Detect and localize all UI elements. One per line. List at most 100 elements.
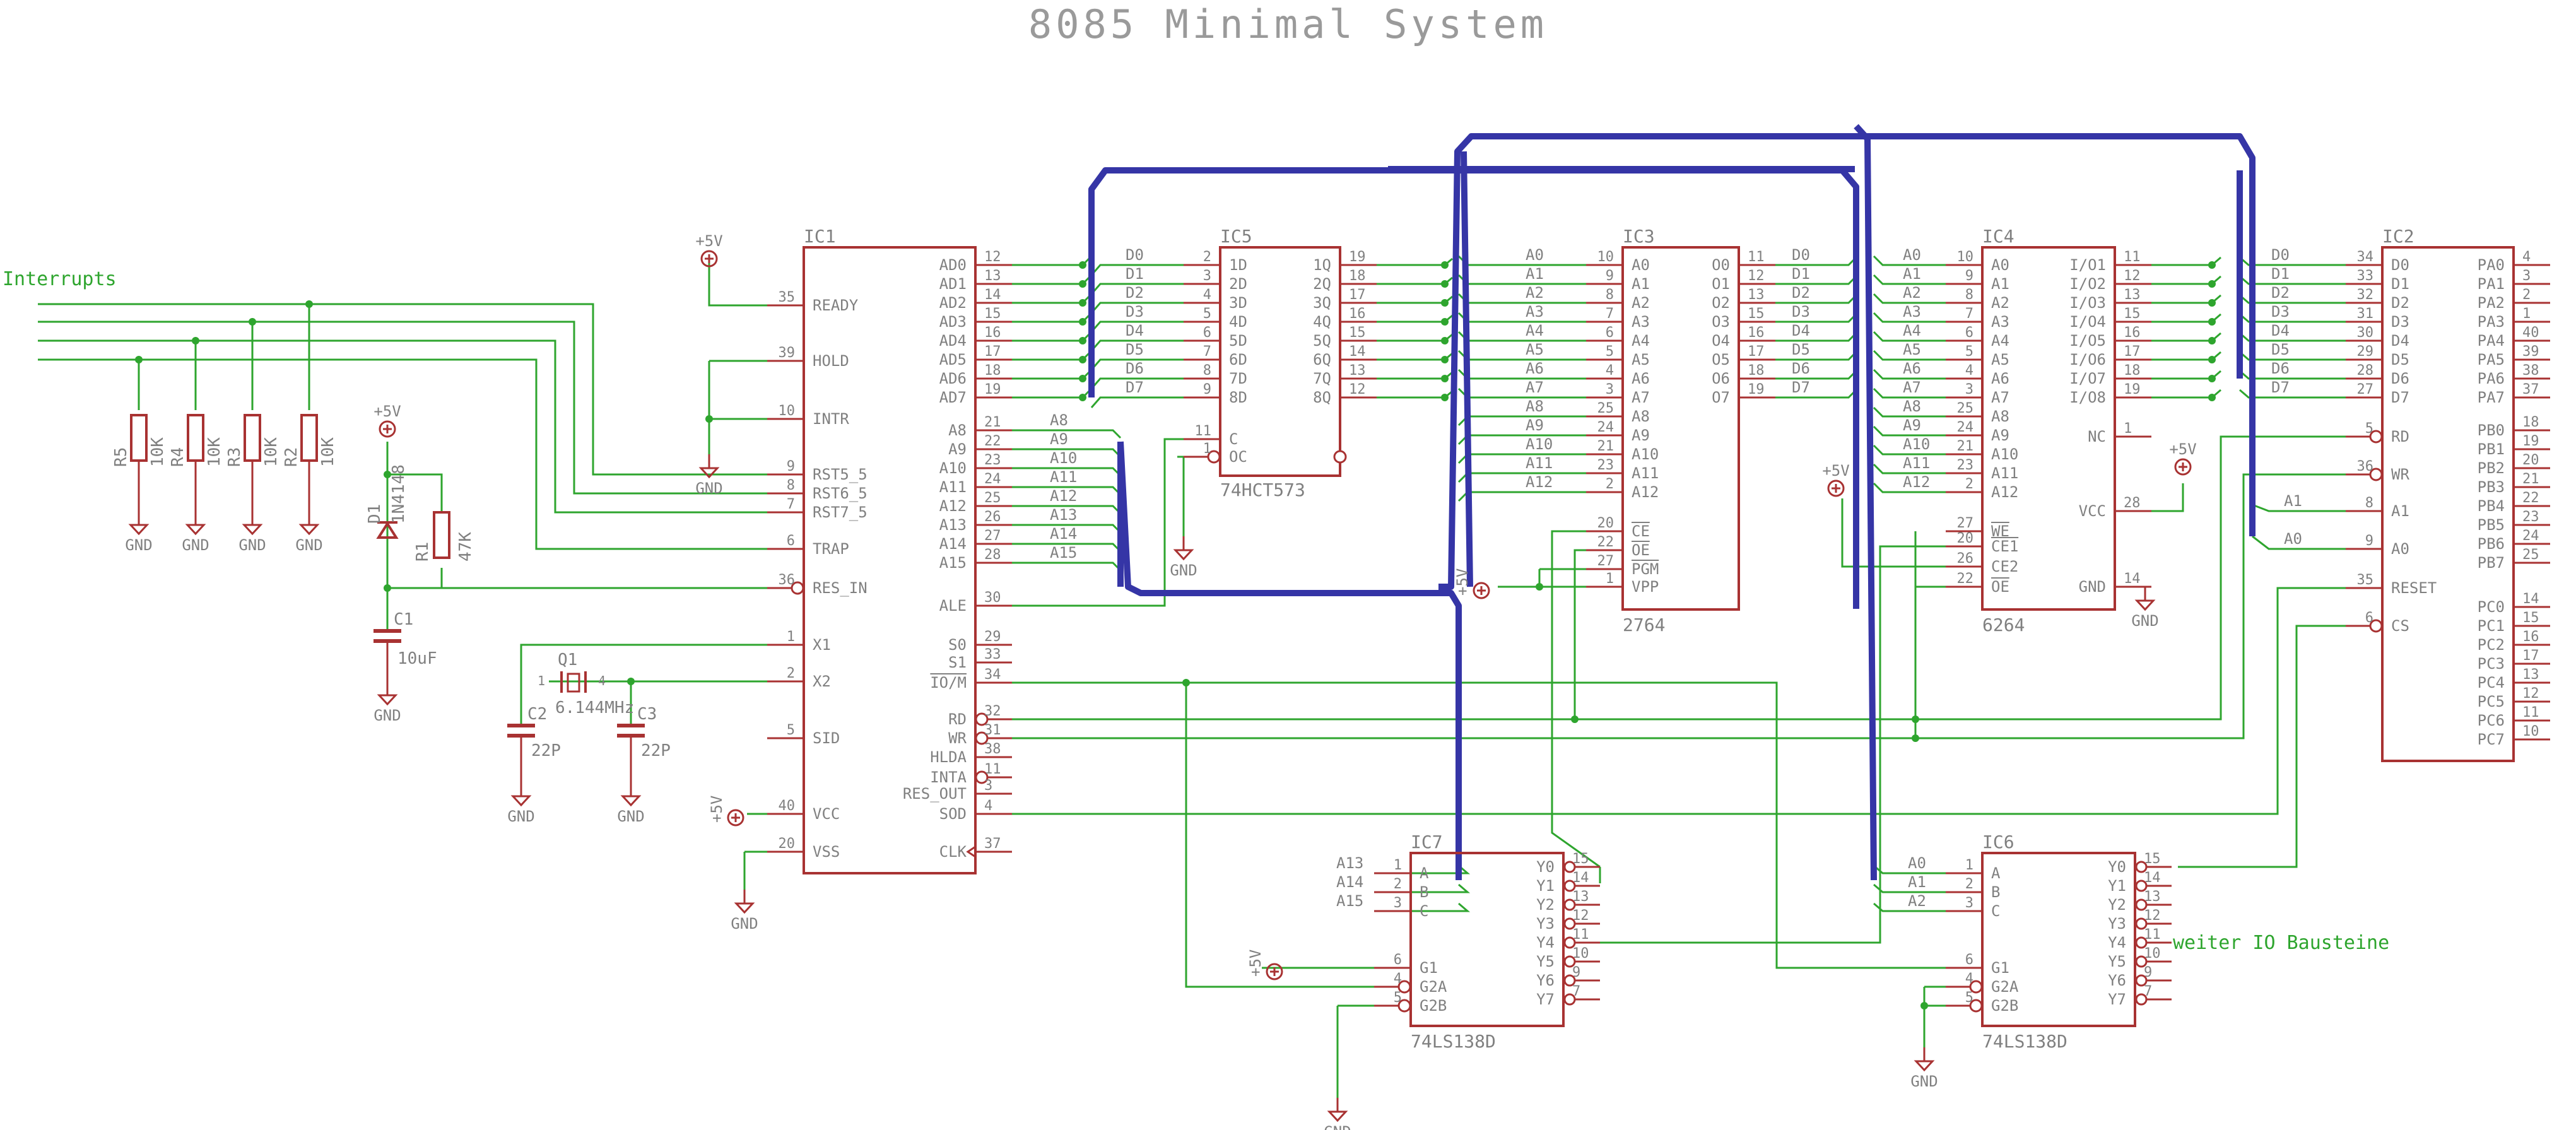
ic5-pin-number: 19	[1349, 249, 1366, 265]
junction-dot	[2208, 280, 2216, 288]
ic4-pin-number: 18	[2124, 363, 2141, 379]
ic2-pin-number: 32	[2357, 287, 2374, 303]
ic4-pin-number: 9	[1965, 268, 1973, 284]
ic3-d-wire	[1775, 294, 1857, 304]
ic3-pin-name: O1	[1712, 275, 1730, 293]
ic3-pin-number: 21	[1597, 438, 1614, 454]
ic3-ha-wire	[1457, 453, 1586, 464]
ic1-pin-name: A14	[939, 535, 967, 553]
inversion-bubble	[791, 581, 804, 595]
ic4-pin-number: 11	[2124, 249, 2141, 265]
ic2-cs	[2178, 625, 2346, 868]
ic4-pin-number: 4	[1965, 363, 1973, 379]
ic2-pin-number: 20	[2522, 452, 2539, 468]
ground-symbol	[1914, 1060, 1935, 1072]
ic6-body	[1981, 852, 2136, 1027]
rom-ce	[1551, 530, 1601, 868]
ic4-pin-number: 10	[1957, 249, 1974, 265]
ic4-pin-name: A4	[1991, 332, 2009, 350]
ic2-pin-name: PB2	[2478, 459, 2505, 477]
ic3-pin-name: O0	[1712, 256, 1730, 274]
ic6-pin-name: Y3	[2108, 915, 2126, 933]
ic5-pin-name: 5D	[1229, 332, 1247, 350]
schematic-title: 8085 Minimal System	[1028, 1, 1548, 47]
cap-value: 22P	[641, 741, 671, 760]
inversion-bubble	[2135, 861, 2148, 873]
ic4-pin-name: NC	[2088, 428, 2106, 445]
ic4-a-wire	[1873, 255, 1946, 266]
gnd-label: GND	[695, 480, 722, 497]
ic3-pin-name: O3	[1712, 313, 1730, 331]
ic7-pin-number: 4	[1394, 971, 1402, 987]
net-label: A0	[1908, 854, 1926, 872]
ic1-pin-number: 16	[984, 325, 1001, 341]
ic2-pin-name: CS	[2391, 617, 2409, 635]
ic2-pin-number: 33	[2357, 268, 2374, 284]
ic3-pin-number: 3	[1606, 382, 1614, 397]
ic4-pin-number: 23	[1957, 457, 1974, 473]
ic1-pin-name: INTR	[813, 410, 849, 428]
ic1-pin-name: VCC	[813, 805, 840, 823]
ic4-body	[1981, 246, 2116, 611]
junction-dot	[1079, 318, 1086, 326]
ic1-pin-name: ALE	[939, 597, 967, 615]
net-label: A3	[1903, 303, 1921, 321]
parts-layer	[128, 246, 2550, 1122]
supply-label: +5V	[2169, 440, 2196, 458]
rd-wire	[1012, 435, 2346, 721]
ic3-pin-number: 9	[1606, 268, 1614, 284]
ic7-pin-number: 12	[1572, 908, 1589, 924]
ic2-pin-name: PA5	[2478, 351, 2505, 368]
junction-dot	[1441, 299, 1449, 307]
ic7-body	[1409, 852, 1565, 1027]
ic7-pin-number: 13	[1572, 889, 1589, 905]
supply-symbol	[1473, 582, 1490, 599]
ic1-pin-number: 38	[984, 741, 1001, 757]
net-label: D7	[2271, 379, 2290, 396]
ic5-pin-name: 1Q	[1313, 256, 1331, 274]
ic2-pin-name: RD	[2391, 428, 2409, 445]
net-label: A10	[1903, 435, 1930, 453]
ic2-pin-name: PB3	[2478, 478, 2505, 496]
ic1-pin-number: 7	[787, 497, 795, 512]
ic3-pin-number: 6	[1606, 325, 1614, 341]
junction-dot	[1079, 280, 1086, 288]
ce2-wire	[1841, 498, 1946, 568]
net-label: A14	[1336, 873, 1363, 891]
ic6-pin-number: 6	[1965, 952, 1973, 968]
ic4-pin-number: 1	[2124, 421, 2132, 437]
inversion-bubble	[1563, 898, 1576, 911]
bus-layer	[1088, 124, 2255, 881]
ic4-pin-number: 3	[1965, 382, 1973, 397]
ic4-pin-name: VCC	[2079, 502, 2106, 520]
ic4-a-wire	[1873, 425, 1946, 437]
ic6-pin-name: Y4	[2108, 934, 2126, 951]
ic6-in	[1873, 902, 1946, 912]
inversion-bubble	[2369, 619, 2383, 633]
ic5-pin-number: 18	[1349, 268, 1366, 284]
ic4-a-wire	[1873, 312, 1946, 323]
res-out-wire	[1012, 587, 2346, 815]
ic3-pin-number: 12	[1748, 268, 1765, 284]
ic3-pin-number: 22	[1597, 534, 1614, 550]
ic2-pin-name: PC5	[2478, 693, 2505, 710]
ic5-pin-name: OC	[1229, 448, 1247, 466]
resistor-value: 10K	[319, 437, 338, 467]
ic3-d-wire	[1775, 256, 1857, 266]
ic3-d-wire	[1775, 313, 1857, 323]
ic2-pin-number: 19	[2522, 433, 2539, 449]
ic2-pin-name: D3	[2391, 313, 2409, 331]
inversion-bubble	[975, 770, 989, 784]
ic6-ref: IC6	[1982, 832, 2014, 852]
crystal-pin: 4	[598, 673, 606, 688]
ic1-pin-number: 25	[984, 490, 1001, 506]
ic6-pin-number: 10	[2144, 946, 2161, 962]
ic3-pin-name: A8	[1632, 408, 1650, 425]
ic5-out-wire	[1377, 352, 1453, 361]
ic3-a-wire	[1457, 274, 1586, 285]
ic2-pin-name: A0	[2391, 540, 2409, 558]
ic2-pin-name: PC1	[2478, 617, 2505, 635]
ic4-pin-name: A2	[1991, 294, 2009, 312]
ic4-pin-name: A10	[1991, 445, 2018, 463]
